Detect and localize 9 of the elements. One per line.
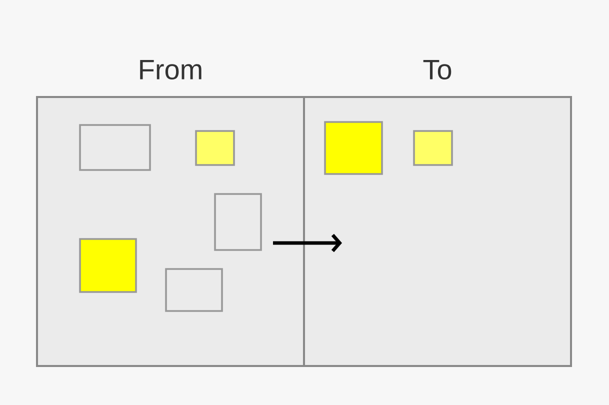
square	[79, 238, 137, 293]
panel-heading: To	[423, 60, 452, 80]
square	[413, 130, 453, 166]
panel-heading: From	[140, 60, 202, 80]
rectangle-shape	[165, 268, 223, 312]
rectangle-shape	[79, 124, 151, 171]
square	[324, 121, 383, 175]
square	[195, 130, 235, 166]
rectangle-shape	[214, 193, 262, 251]
